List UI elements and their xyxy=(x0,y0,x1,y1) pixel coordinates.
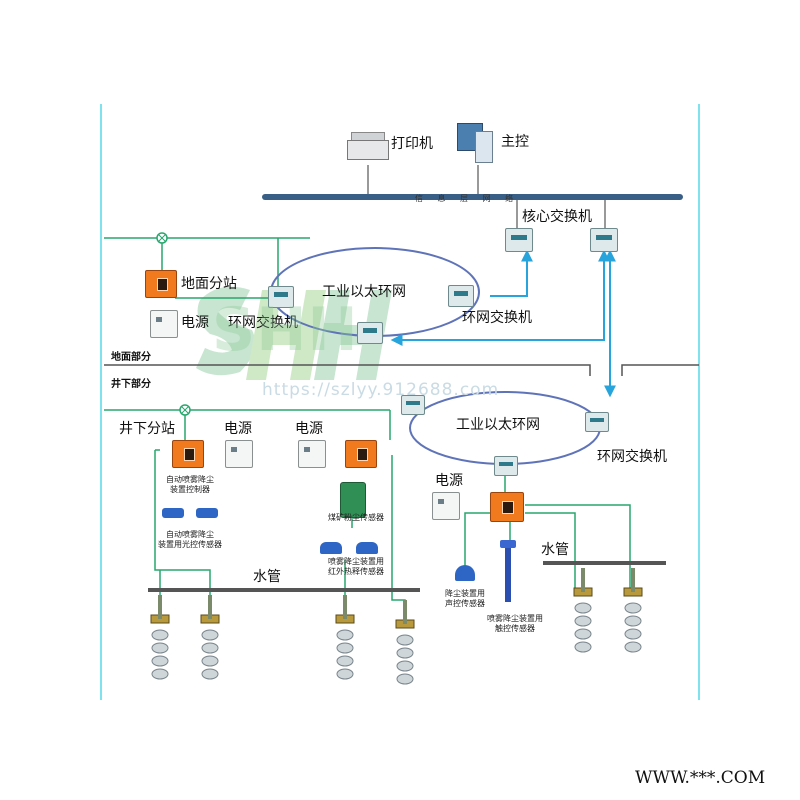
ring-switch-upper-bottom-icon xyxy=(357,322,383,344)
core-switch-icon-2 xyxy=(590,228,618,252)
ring-switch-right-upper-label: 环网交换机 xyxy=(462,310,532,326)
coal-dust-sensor-label: 煤矿粉尘传感器 xyxy=(328,513,384,522)
ir-sensor-icon xyxy=(320,540,380,556)
lower-substation-icon xyxy=(490,492,524,522)
ground-section-label: 地面部分 xyxy=(111,352,151,363)
power-c-label: 电源 xyxy=(435,473,463,489)
auto-spray-light-sensor-label: 自动喷雾降尘 装置用光控传感器 xyxy=(158,530,222,549)
bus-label: 信 息 层 网 络 xyxy=(415,194,520,203)
underground-power-c-icon xyxy=(432,492,460,520)
ring-switch-upper-right-icon xyxy=(448,285,474,307)
spray-nozzle-assembly xyxy=(150,595,170,680)
underground-power-b-icon xyxy=(298,440,326,468)
spray-touch-sensor-label: 喷雾降尘装置用 触控传感器 xyxy=(487,614,543,633)
sound-sensor-icon xyxy=(455,565,475,581)
ring-lower-label: 工业以太环网 xyxy=(456,417,540,433)
spray-nozzle-assembly xyxy=(395,600,415,685)
power-upper-label: 电源 xyxy=(181,315,209,331)
ring-switch-lower-bottom-icon xyxy=(494,456,518,476)
water-pipe-right-label: 水管 xyxy=(541,542,569,558)
host-label: 主控 xyxy=(501,134,529,150)
ring-switch-lower-left-icon xyxy=(401,395,425,415)
underground-substation-label: 井下分站 xyxy=(119,421,175,437)
ground-substation-icon xyxy=(145,270,177,298)
ring-switch-lower-label: 环网交换机 xyxy=(597,449,667,465)
power-a-label: 电源 xyxy=(224,421,252,437)
light-sensor-icon xyxy=(162,506,218,520)
underground-power-a-icon xyxy=(225,440,253,468)
ring-switch-upper-left-icon xyxy=(268,286,294,308)
ring-switch-lower-right-icon xyxy=(585,412,609,432)
printer-icon xyxy=(347,130,389,160)
dust-sound-sensor-label: 降尘装置用 声控传感器 xyxy=(445,589,485,608)
underground-substation-icon xyxy=(172,440,204,468)
water-pipe-left-label: 水管 xyxy=(253,569,281,585)
host-computer-icon xyxy=(457,123,493,163)
core-switch-label: 核心交换机 xyxy=(522,209,592,225)
ring-upper-label: 工业以太环网 xyxy=(322,284,406,300)
printer-label: 打印机 xyxy=(391,136,433,152)
footer-watermark: WWW.***.COM xyxy=(635,768,766,788)
spray-nozzle-assembly xyxy=(573,568,593,653)
power-b-label: 电源 xyxy=(295,421,323,437)
spray-nozzle-assembly xyxy=(200,595,220,680)
watermark-logo-text: SHH xyxy=(212,295,359,365)
spray-nozzle-assembly xyxy=(335,595,355,680)
spray-nozzle-assembly xyxy=(623,568,643,653)
underground-section-label: 井下部分 xyxy=(111,379,151,390)
ring-switch-left-label: 环网交换机 xyxy=(228,315,298,331)
coal-dust-sensor-icon xyxy=(340,482,366,518)
auto-spray-controller-label: 自动喷雾降尘 装置控制器 xyxy=(166,475,214,494)
spray-ir-sensor-label: 喷雾降尘装置用 红外热释传感器 xyxy=(328,557,384,576)
ground-substation-label: 地面分站 xyxy=(181,276,237,292)
underground-substation-b-icon xyxy=(345,440,377,468)
ground-power-icon xyxy=(150,310,178,338)
core-switch-icon-1 xyxy=(505,228,533,252)
watermark-url: https://szlyy.912688.com xyxy=(262,380,500,400)
